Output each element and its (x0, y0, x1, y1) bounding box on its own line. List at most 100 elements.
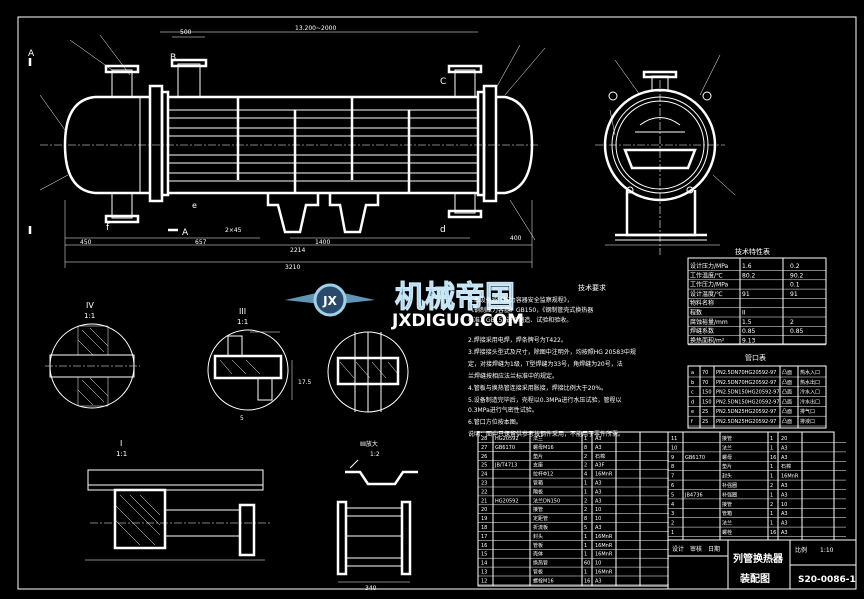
parts-list-cell: A3 (595, 445, 602, 451)
dim-nozzle-offset: 657 (195, 239, 207, 246)
parts-list-cell: 2 (584, 463, 587, 469)
title-label-scale: 比例 (795, 546, 807, 554)
parts-list-cell: 1 (770, 511, 773, 517)
tech-table-cell: 91 (742, 291, 750, 298)
parts-list-cell: 换热管 (533, 560, 548, 567)
tech-table-cell: 换热面积/m² (690, 336, 725, 344)
parts-list-cell: GB6170 (685, 455, 705, 461)
parts-list-cell: 1 (770, 436, 773, 442)
nozzle-table-cell: 热水入口 (800, 369, 820, 376)
section-label-b: B (170, 53, 176, 63)
parts-list-cell: A3 (781, 521, 788, 527)
nozzle-table-cell: e (691, 409, 694, 415)
tech-table-frame (687, 257, 827, 345)
tech-table-cell: 0.85 (742, 328, 756, 335)
parts-list-cell: JB/T4713 (494, 463, 517, 469)
parts-list-cell: 管箱 (533, 480, 543, 487)
nozzle-table-cell: d (691, 399, 694, 405)
parts-list-cell: 11 (671, 436, 677, 442)
parts-list-cell: A3F (595, 463, 605, 469)
requirement-line: 《钢制压力容器》GB150，《钢制管壳式换热器 (468, 306, 593, 314)
requirement-line: 标准》GB151进行制造、试验和验收。 (468, 316, 572, 324)
parts-list-cell: 封头 (533, 533, 543, 540)
parts-list-cell: 5 (584, 525, 587, 531)
parts-list-cell: 接管 (722, 435, 732, 442)
parts-list-cell: 1 (584, 534, 587, 540)
parts-list-cell: 10 (781, 502, 787, 508)
parts-list-cell: 石棉 (781, 463, 791, 470)
parts-list-cell: 接管 (722, 501, 732, 508)
tech-table-cell: 工作压力/MPa (690, 281, 729, 289)
tech-table-cell: 0.1 (790, 282, 800, 289)
technical-requirements: 技术要求 1.本设备按《压力容器安全监察规程》， 《钢制压力容器》GB150，《… (468, 283, 636, 438)
parts-list-cell: JB4736 (684, 492, 703, 498)
tech-table-cell: 设计压力/MPa (690, 262, 729, 270)
dim-left-top: 500 (180, 29, 192, 36)
parts-list-cell: 16 (584, 578, 590, 584)
parts-list-cell: 16MnR (595, 570, 613, 576)
title-scale-value: 1:10 (820, 547, 834, 554)
tech-table-cell: 焊缝系数 (690, 327, 714, 335)
title-label-date: 日期 (708, 545, 720, 553)
nozzle-table-title: 管口表 (745, 353, 766, 362)
dim-depth: 17.5 (298, 379, 312, 386)
main-elevation-view (28, 31, 546, 268)
nozzle-table-cell: 凸面 (782, 409, 792, 415)
rib-detail-label: ⅡⅡ放大 (360, 440, 378, 448)
parts-list-cell: A3 (595, 481, 602, 487)
watermark-url: JXDIGUO.COM (391, 311, 524, 331)
drawing-number: S20-0086-1 (798, 575, 856, 585)
nozzle-table-cell: 冷水出口 (800, 398, 820, 405)
parts-list-cell: 1 (770, 464, 773, 470)
parts-list-cell: 16MnR (595, 543, 613, 549)
detail-iii-scale: 1:1 (237, 318, 248, 326)
nozzle-table-cell: 排气口 (800, 408, 815, 415)
parts-list-cell: 10 (595, 561, 601, 567)
parts-list-cell: 60 (584, 561, 590, 567)
dim-overall: 3210 (285, 264, 300, 271)
section-label-f: f (106, 223, 110, 233)
drawing-name: 列管换热器 (733, 552, 784, 565)
detail-i-scale: 1:1 (116, 450, 127, 458)
nozzle-table-cell: 70 (702, 380, 708, 386)
parts-list-cell: 1 (770, 445, 773, 451)
nozzle-table-cell: 凸面 (782, 419, 792, 425)
parts-list-cell: 1 (584, 481, 587, 487)
parts-list-cell: 4 (671, 502, 674, 508)
parts-list-cell: 补强圈 (722, 491, 737, 498)
nozzle-table-cell: PN2.5DN150HG20592-97 (716, 390, 780, 396)
parts-list-cell: A3 (595, 525, 602, 531)
parts-list-cell: 14 (481, 561, 487, 567)
detail-i (85, 469, 270, 561)
nozzle-table-cell: PN2.5DN70HG20592-97 (716, 380, 776, 386)
rib-detail (336, 459, 418, 583)
dim-tube-length: 2214 (290, 247, 305, 254)
tech-table-cell: 1.6 (742, 263, 752, 270)
parts-list-cell: A3 (781, 492, 788, 498)
parts-list-cell: 16MnR (781, 474, 799, 480)
parts-list-cell: 1 (584, 543, 587, 549)
parts-list-cell: 2 (770, 483, 773, 489)
parts-list-cell: 补强圈 (722, 482, 737, 489)
parts-list-cell: 7 (671, 474, 674, 480)
section-label-a: A (28, 49, 35, 59)
parts-list-cell: 接管 (533, 506, 543, 513)
parts-list-cell: 1 (770, 521, 773, 527)
parts-list-cell: 螺母M16 (533, 444, 554, 451)
dim-left-offset: 450 (80, 239, 92, 246)
nozzle-table-cell: 150 (702, 390, 712, 396)
parts-list-cell: 10 (671, 445, 677, 451)
detail-iv-scale: 1:1 (84, 312, 95, 320)
requirement-line: 6.管口方位按本图。 (468, 418, 522, 426)
nozzle-table-cell: 25 (702, 409, 708, 415)
parts-list-cell: 19 (481, 516, 487, 522)
parts-list-cell: 1 (671, 530, 674, 536)
parts-list-cell: GB6170 (495, 445, 515, 451)
parts-list-cell: 2 (584, 454, 587, 460)
parts-list-cell: 2 (770, 502, 773, 508)
parts-list-cell: 1 (584, 570, 587, 576)
